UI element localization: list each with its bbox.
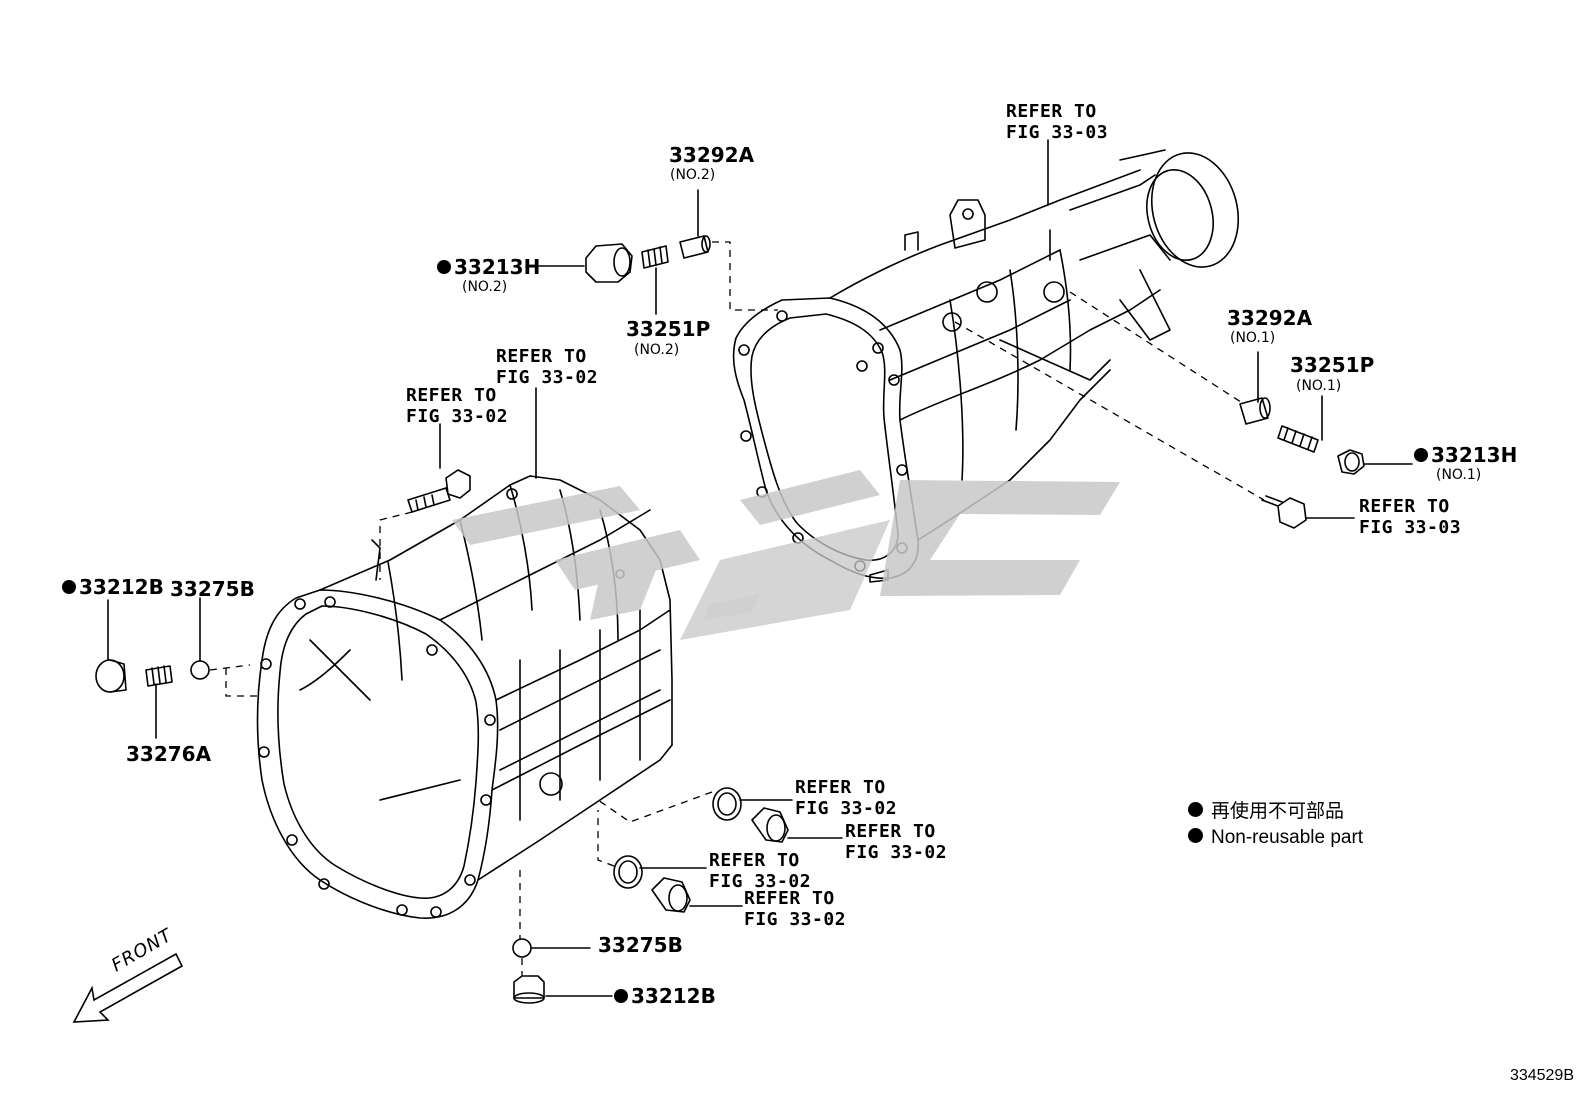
extension-housing [732,149,1240,583]
label-33275B-bottom: 33275B [598,933,683,957]
label-33251P-no2-sub: (NO.2) [634,342,680,358]
legend-dot [1188,802,1203,817]
bolt-left [407,469,471,513]
label-33213H-no2-sub: (NO.2) [462,279,508,295]
front-arrow [72,952,184,1023]
watermark-logo [452,470,1120,640]
label-33275B-left: 33275B [170,577,255,601]
legend-jp: 再使用不可部品 [1188,801,1344,823]
label-33251P-no1-sub: (NO.1) [1296,378,1342,394]
plug-33212B-left [95,659,127,693]
ball-33275B-left [190,660,210,680]
plug-33213H-no2 [585,243,633,283]
label-33292A-no1: 33292A [1227,306,1313,330]
gasket-upper [712,787,742,821]
label-33292A-no2: 33292A [669,143,755,167]
diagram-code: 334529B [1509,1067,1574,1084]
spring-33276A [145,665,173,687]
label-33213H-no1-sub: (NO.1) [1436,467,1482,483]
gasket-lower [613,855,643,889]
non-reusable-dot [437,260,451,274]
sleeve-33292A-no2 [679,235,711,259]
legend-en: Non-reusable part [1188,827,1363,849]
plug-33212B-bottom [513,975,545,1004]
label-33212B-bottom: 33212B [614,985,716,1007]
legend-dot [1188,828,1203,843]
plug-33213H-no1 [1337,449,1365,475]
label-33213H-no2: 33213H [437,256,540,278]
label-33292A-no1-sub: (NO.1) [1230,330,1276,346]
spring-33251P-no2 [641,245,669,269]
bolt-right [1261,495,1307,529]
label-33251P-no1: 33251P [1290,353,1375,377]
plug-lower [651,877,691,913]
label-33251P-no2: 33251P [626,317,711,341]
label-33276A: 33276A [126,742,212,766]
non-reusable-dot [614,989,628,1003]
non-reusable-dot [1414,448,1428,462]
ball-33275B-bottom [512,938,532,958]
label-33292A-no2-sub: (NO.2) [670,167,716,183]
label-33212B-left: 33212B [62,576,164,598]
non-reusable-dot [62,580,76,594]
transmission-case [256,475,673,919]
label-33213H-no1: 33213H [1414,444,1517,466]
sleeve-33292A-no1 [1239,397,1271,425]
plug-upper [751,807,789,843]
spring-33251P-no1 [1277,425,1319,453]
